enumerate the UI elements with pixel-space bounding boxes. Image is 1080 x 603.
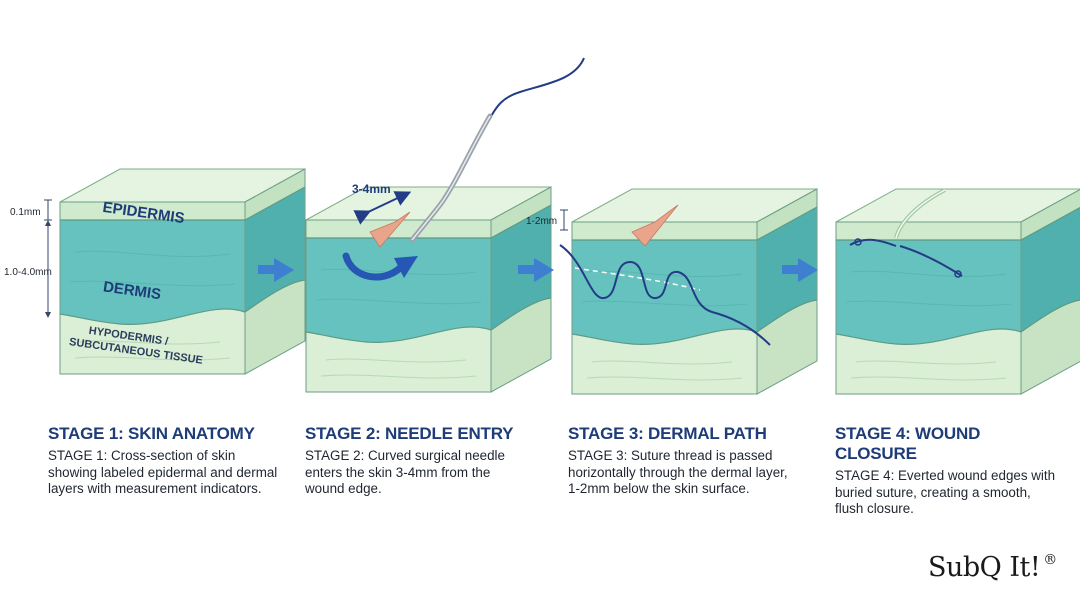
skin-block-stage-1: EPIDERMIS DERMIS HYPODERMIS / SUBCUTANEO… xyxy=(4,168,306,375)
stage-arrow-2 xyxy=(518,258,554,282)
suture-knot xyxy=(954,270,962,278)
suture-knot xyxy=(854,238,862,246)
caption-title: STAGE 3: DERMAL PATH xyxy=(568,424,767,443)
dermis-measurement: 1.0-4.0mm xyxy=(4,220,52,318)
suture-thread xyxy=(559,244,771,346)
depth-measurement: 1-2mm xyxy=(526,209,568,231)
suture-thread xyxy=(489,57,585,119)
registered-mark: ® xyxy=(1043,552,1057,568)
entry-measurement: 3-4mm xyxy=(352,182,412,225)
caption-body: STAGE 3: Suture thread is passed horizon… xyxy=(568,448,788,496)
caption-stage-3: STAGE 3: DERMAL PATH STAGE 3: Suture thr… xyxy=(568,424,793,498)
measure-entry-label: 3-4mm xyxy=(352,182,391,196)
caption-title: STAGE 4: WOUND CLOSURE xyxy=(835,424,981,463)
brand-name: SubQ It! xyxy=(928,552,1041,583)
brand-logo: SubQ It!® xyxy=(928,552,1057,583)
caption-body: STAGE 1: Cross-section of skin showing l… xyxy=(48,448,278,496)
needle-direction-arrow xyxy=(342,252,418,281)
caption-stage-2: STAGE 2: NEEDLE ENTRY STAGE 2: Curved su… xyxy=(305,424,530,498)
caption-title: STAGE 1: SKIN ANATOMY xyxy=(48,424,255,443)
skin-block-stage-3: 1-2mm xyxy=(526,188,818,395)
skin-block-stage-2: 3-4mm xyxy=(305,57,585,393)
caption-body: STAGE 2: Curved surgical needle enters t… xyxy=(305,448,505,496)
measure-epidermis-label: 0.1mm xyxy=(10,207,41,218)
measure-dermis-label: 1.0-4.0mm xyxy=(4,267,52,278)
stage-arrow-1 xyxy=(258,258,294,282)
caption-stage-4: STAGE 4: WOUND CLOSURE STAGE 4: Everted … xyxy=(835,424,1060,518)
skin-block-stage-4 xyxy=(835,188,1080,395)
epidermis-measurement: 0.1mm xyxy=(10,199,52,221)
stage-arrow-3 xyxy=(782,258,818,282)
measure-depth-label: 1-2mm xyxy=(526,216,557,227)
caption-body: STAGE 4: Everted wound edges with buried… xyxy=(835,468,1056,516)
caption-title: STAGE 2: NEEDLE ENTRY xyxy=(305,424,514,443)
wound-incision xyxy=(631,204,679,247)
caption-stage-1: STAGE 1: SKIN ANATOMY STAGE 1: Cross-sec… xyxy=(48,424,278,498)
